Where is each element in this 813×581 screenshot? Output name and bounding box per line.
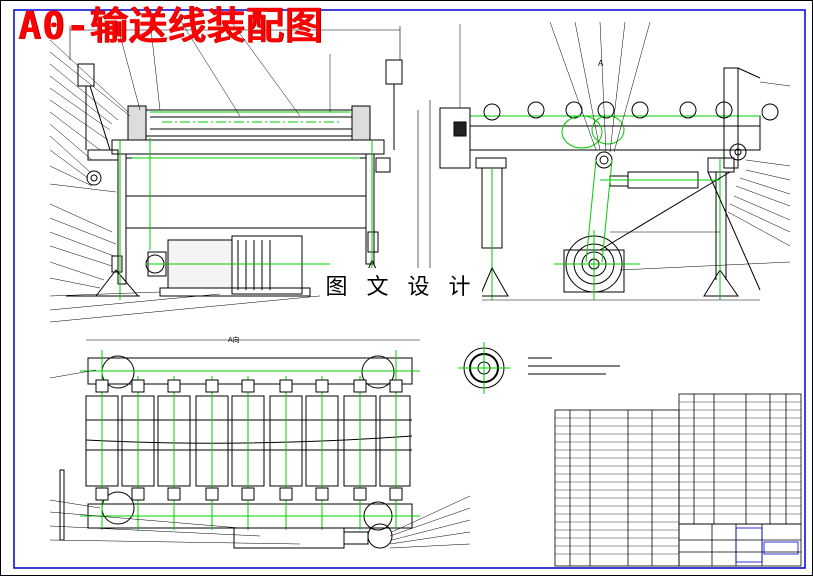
roller-assembly xyxy=(139,109,361,137)
leader-lines-top xyxy=(49,369,471,549)
drawing-title: A0-输送线装配图 xyxy=(18,4,324,48)
leader-lines-front xyxy=(49,19,341,323)
section-label: A向 xyxy=(228,335,240,344)
side-view xyxy=(429,67,779,301)
watermark-text: 图 文 设 计 xyxy=(320,268,482,308)
leader-lines-side xyxy=(459,21,791,271)
view-label-a: A xyxy=(598,59,604,68)
top-view xyxy=(59,339,420,549)
parts-list xyxy=(554,393,802,567)
detail-view xyxy=(458,342,510,394)
parts-list-rows xyxy=(555,401,801,555)
technical-notes xyxy=(528,357,620,375)
front-view xyxy=(66,26,419,300)
inner-frame xyxy=(13,9,806,569)
